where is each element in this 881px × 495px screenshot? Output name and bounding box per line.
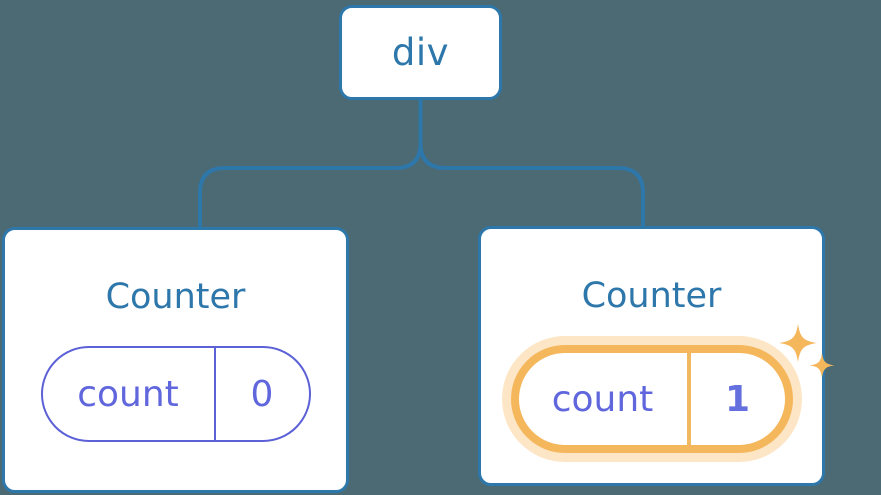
state-pill-left[interactable]: count 0 — [40, 346, 311, 442]
state-pill-right[interactable]: count 1 — [510, 345, 793, 453]
node-root-label: div — [391, 31, 450, 74]
node-counter-left[interactable]: Counter count 0 — [2, 227, 349, 493]
state-key-right: count — [519, 353, 691, 445]
state-value-left: 0 — [250, 373, 274, 415]
node-counter-right[interactable]: Counter count 1 — [478, 226, 834, 486]
sparkle-star-small — [809, 353, 834, 378]
node-counter-right-label: Counter — [581, 276, 722, 316]
state-key-left: count — [43, 348, 216, 440]
state-pill-wrapper-left: count 0 — [40, 346, 311, 442]
state-value-right: 1 — [724, 378, 751, 420]
node-root-div[interactable]: div — [339, 5, 502, 100]
node-counter-left-label: Counter — [105, 277, 246, 317]
state-pill-wrapper-right: count 1 — [510, 324, 834, 453]
